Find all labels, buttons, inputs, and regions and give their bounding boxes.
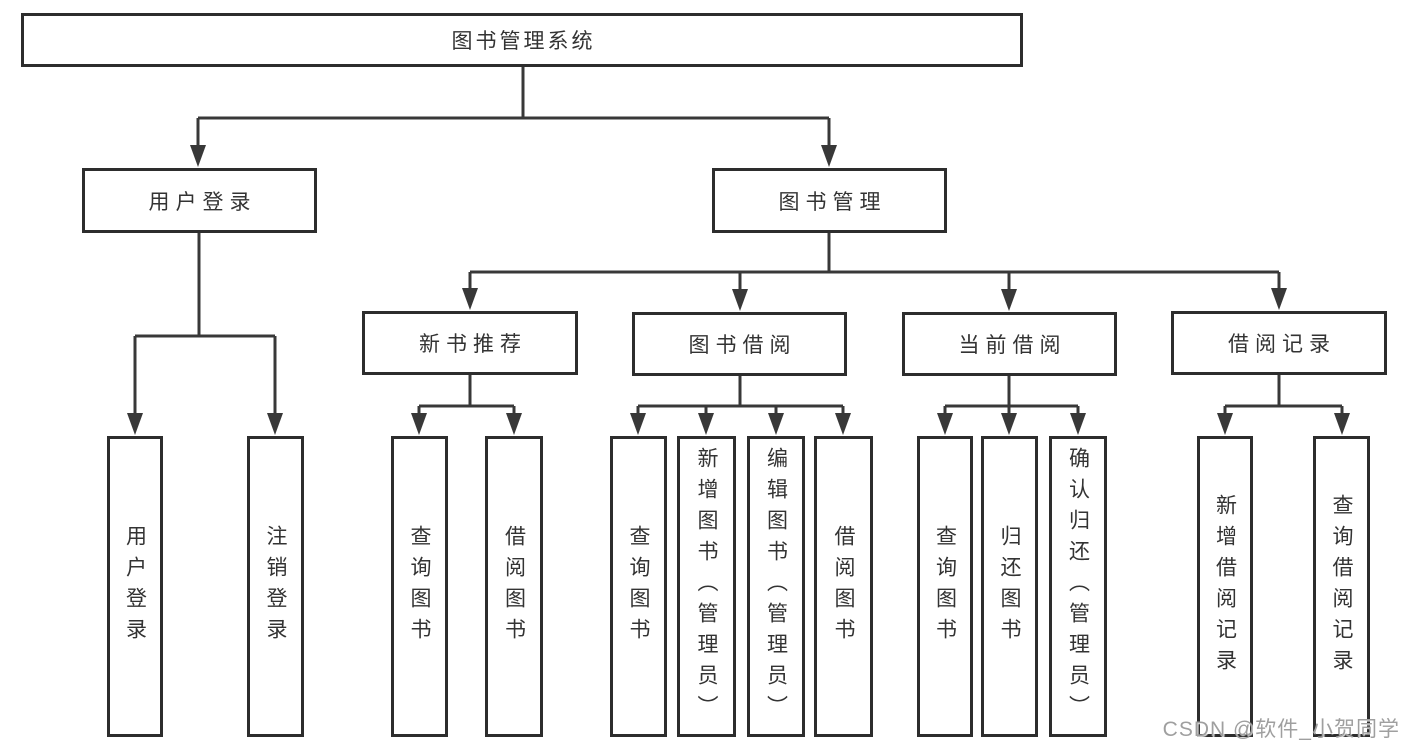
- node-library-management-system: 图书管理系统: [21, 13, 1023, 67]
- node-borrowing-records: 借阅记录: [1171, 311, 1387, 375]
- leaf-query-books-2: 查询图书: [610, 436, 667, 737]
- node-user-login: 用户登录: [82, 168, 317, 233]
- leaf-return-books: 归还图书: [981, 436, 1038, 737]
- leaf-logout: 注销登录: [247, 436, 304, 737]
- node-new-book-recommendation: 新书推荐: [362, 311, 578, 375]
- leaf-query-books-1: 查询图书: [391, 436, 448, 737]
- leaf-borrow-books-1: 借阅图书: [485, 436, 543, 737]
- leaf-add-borrow-record: 新增借阅记录: [1197, 436, 1253, 737]
- node-book-borrowing: 图书借阅: [632, 312, 847, 376]
- leaf-confirm-return-admin: 确认归还（管理员）: [1049, 436, 1107, 737]
- leaf-edit-books-admin: 编辑图书（管理员）: [747, 436, 805, 737]
- leaf-user-login: 用户登录: [107, 436, 163, 737]
- leaf-query-books-3: 查询图书: [917, 436, 973, 737]
- csdn-watermark: CSDN @软件_小贺同学: [1162, 718, 1400, 741]
- leaf-add-books-admin: 新增图书（管理员）: [677, 436, 736, 737]
- leaf-query-borrow-record: 查询借阅记录: [1313, 436, 1370, 737]
- node-current-borrowing: 当前借阅: [902, 312, 1117, 376]
- node-book-management: 图书管理: [712, 168, 947, 233]
- leaf-borrow-books-2: 借阅图书: [814, 436, 873, 737]
